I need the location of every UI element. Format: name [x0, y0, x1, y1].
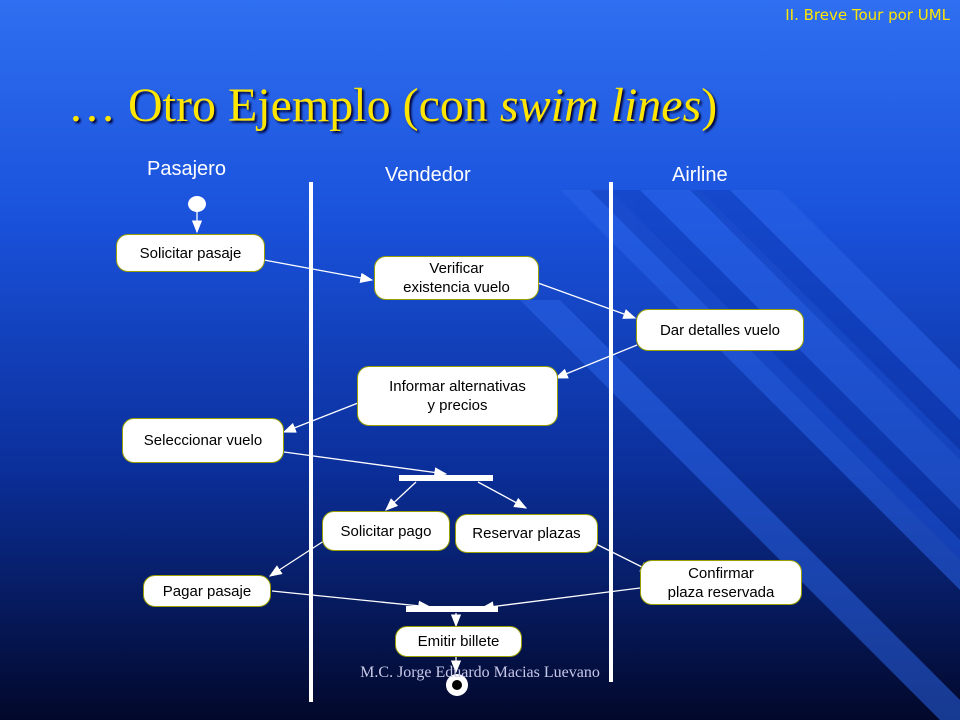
lane-label-airline: Airline	[672, 164, 728, 186]
title-italic: swim lines	[499, 79, 702, 132]
flow-solicitar-to-verificar	[263, 259, 374, 283]
title-prefix: … Otro Ejemplo (con	[68, 79, 500, 132]
activity-dar-detalles-vuelo: Dar detalles vuelo	[636, 309, 804, 351]
flow-seleccionar-to-fork	[283, 451, 448, 478]
lane-label-pasajero: Pasajero	[147, 158, 226, 180]
flow-confirmar-to-join	[480, 587, 641, 612]
flow-pagar-to-join	[271, 590, 432, 611]
flow-informar-to-seleccionar	[282, 402, 359, 433]
initial-node	[188, 196, 206, 212]
activity-confirmar-plaza: Confirmar plaza reservada	[640, 560, 802, 605]
title-suffix: )	[701, 79, 718, 132]
activity-pagar-pasaje: Pagar pasaje	[143, 575, 271, 607]
activity-seleccionar-vuelo: Seleccionar vuelo	[122, 418, 284, 463]
activity-informar-alternativas: Informar alternativas y precios	[357, 366, 558, 426]
activity-solicitar-pago: Solicitar pago	[322, 511, 450, 551]
final-node	[446, 674, 468, 696]
activity-emitir-billete: Emitir billete	[395, 626, 522, 657]
activity-solicitar-pasaje: Solicitar pasaje	[116, 234, 265, 272]
activity-verificar-vuelo: Verificar existencia vuelo	[374, 256, 539, 300]
join-bar	[406, 606, 498, 612]
lane-label-vendedor: Vendedor	[385, 164, 471, 186]
page-title: … Otro Ejemplo (con swim lines)	[68, 78, 717, 133]
flow-detalles-to-informar	[554, 344, 638, 379]
flow-pago-to-pagar	[268, 536, 331, 577]
swimlane-divider-2	[609, 182, 613, 682]
flow-verificar-to-detalles	[537, 282, 637, 319]
section-tag: II. Breve Tour por UML	[785, 6, 950, 24]
flow-fork-to-reservar	[477, 481, 528, 509]
flow-fork-to-pago	[385, 481, 417, 511]
footer-author: M.C. Jorge Eduardo Macias Luevano	[360, 664, 600, 681]
activity-reservar-plazas: Reservar plazas	[455, 514, 598, 553]
swimlane-divider-1	[309, 182, 313, 702]
fork-bar	[399, 475, 493, 481]
final-node-core	[452, 680, 462, 690]
